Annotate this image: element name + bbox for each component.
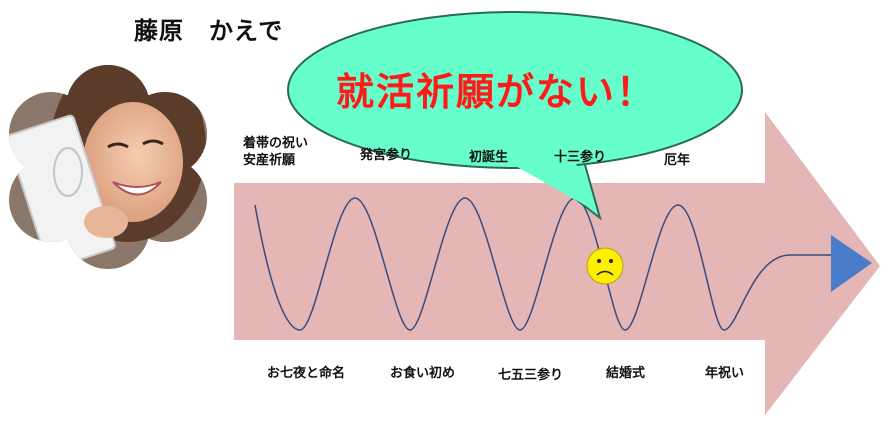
bubble-text: 就活祈願がない！: [336, 70, 657, 114]
event-label-top: 発宮参り: [360, 148, 413, 163]
event-label-top: 初誕生: [469, 150, 509, 165]
person-name: 藤原 かえで: [134, 17, 284, 45]
event-label-bottom: 七五三参り: [498, 368, 564, 383]
profile-photo: [8, 52, 208, 282]
speech-bubble: [287, 11, 743, 221]
event-label-top: 着帯の祝い 安産祈願: [243, 135, 308, 169]
big-arrow: [234, 112, 880, 415]
wave-line: [254, 197, 850, 331]
event-label-bottom: 年祝い: [705, 366, 745, 381]
event-label-line: 着帯の祝い: [243, 136, 309, 151]
event-label-top: 十三参り: [554, 150, 607, 165]
event-label-bottom: 結婚式: [606, 366, 646, 381]
event-label-line: 安産祈願: [243, 153, 296, 168]
event-label-bottom: お七夜と命名: [267, 366, 346, 381]
triangle-right-icon: [831, 235, 872, 292]
sad-face-icon: [586, 247, 624, 285]
event-label-bottom: お食い初め: [390, 366, 456, 381]
event-label-top: 厄年: [664, 153, 691, 168]
